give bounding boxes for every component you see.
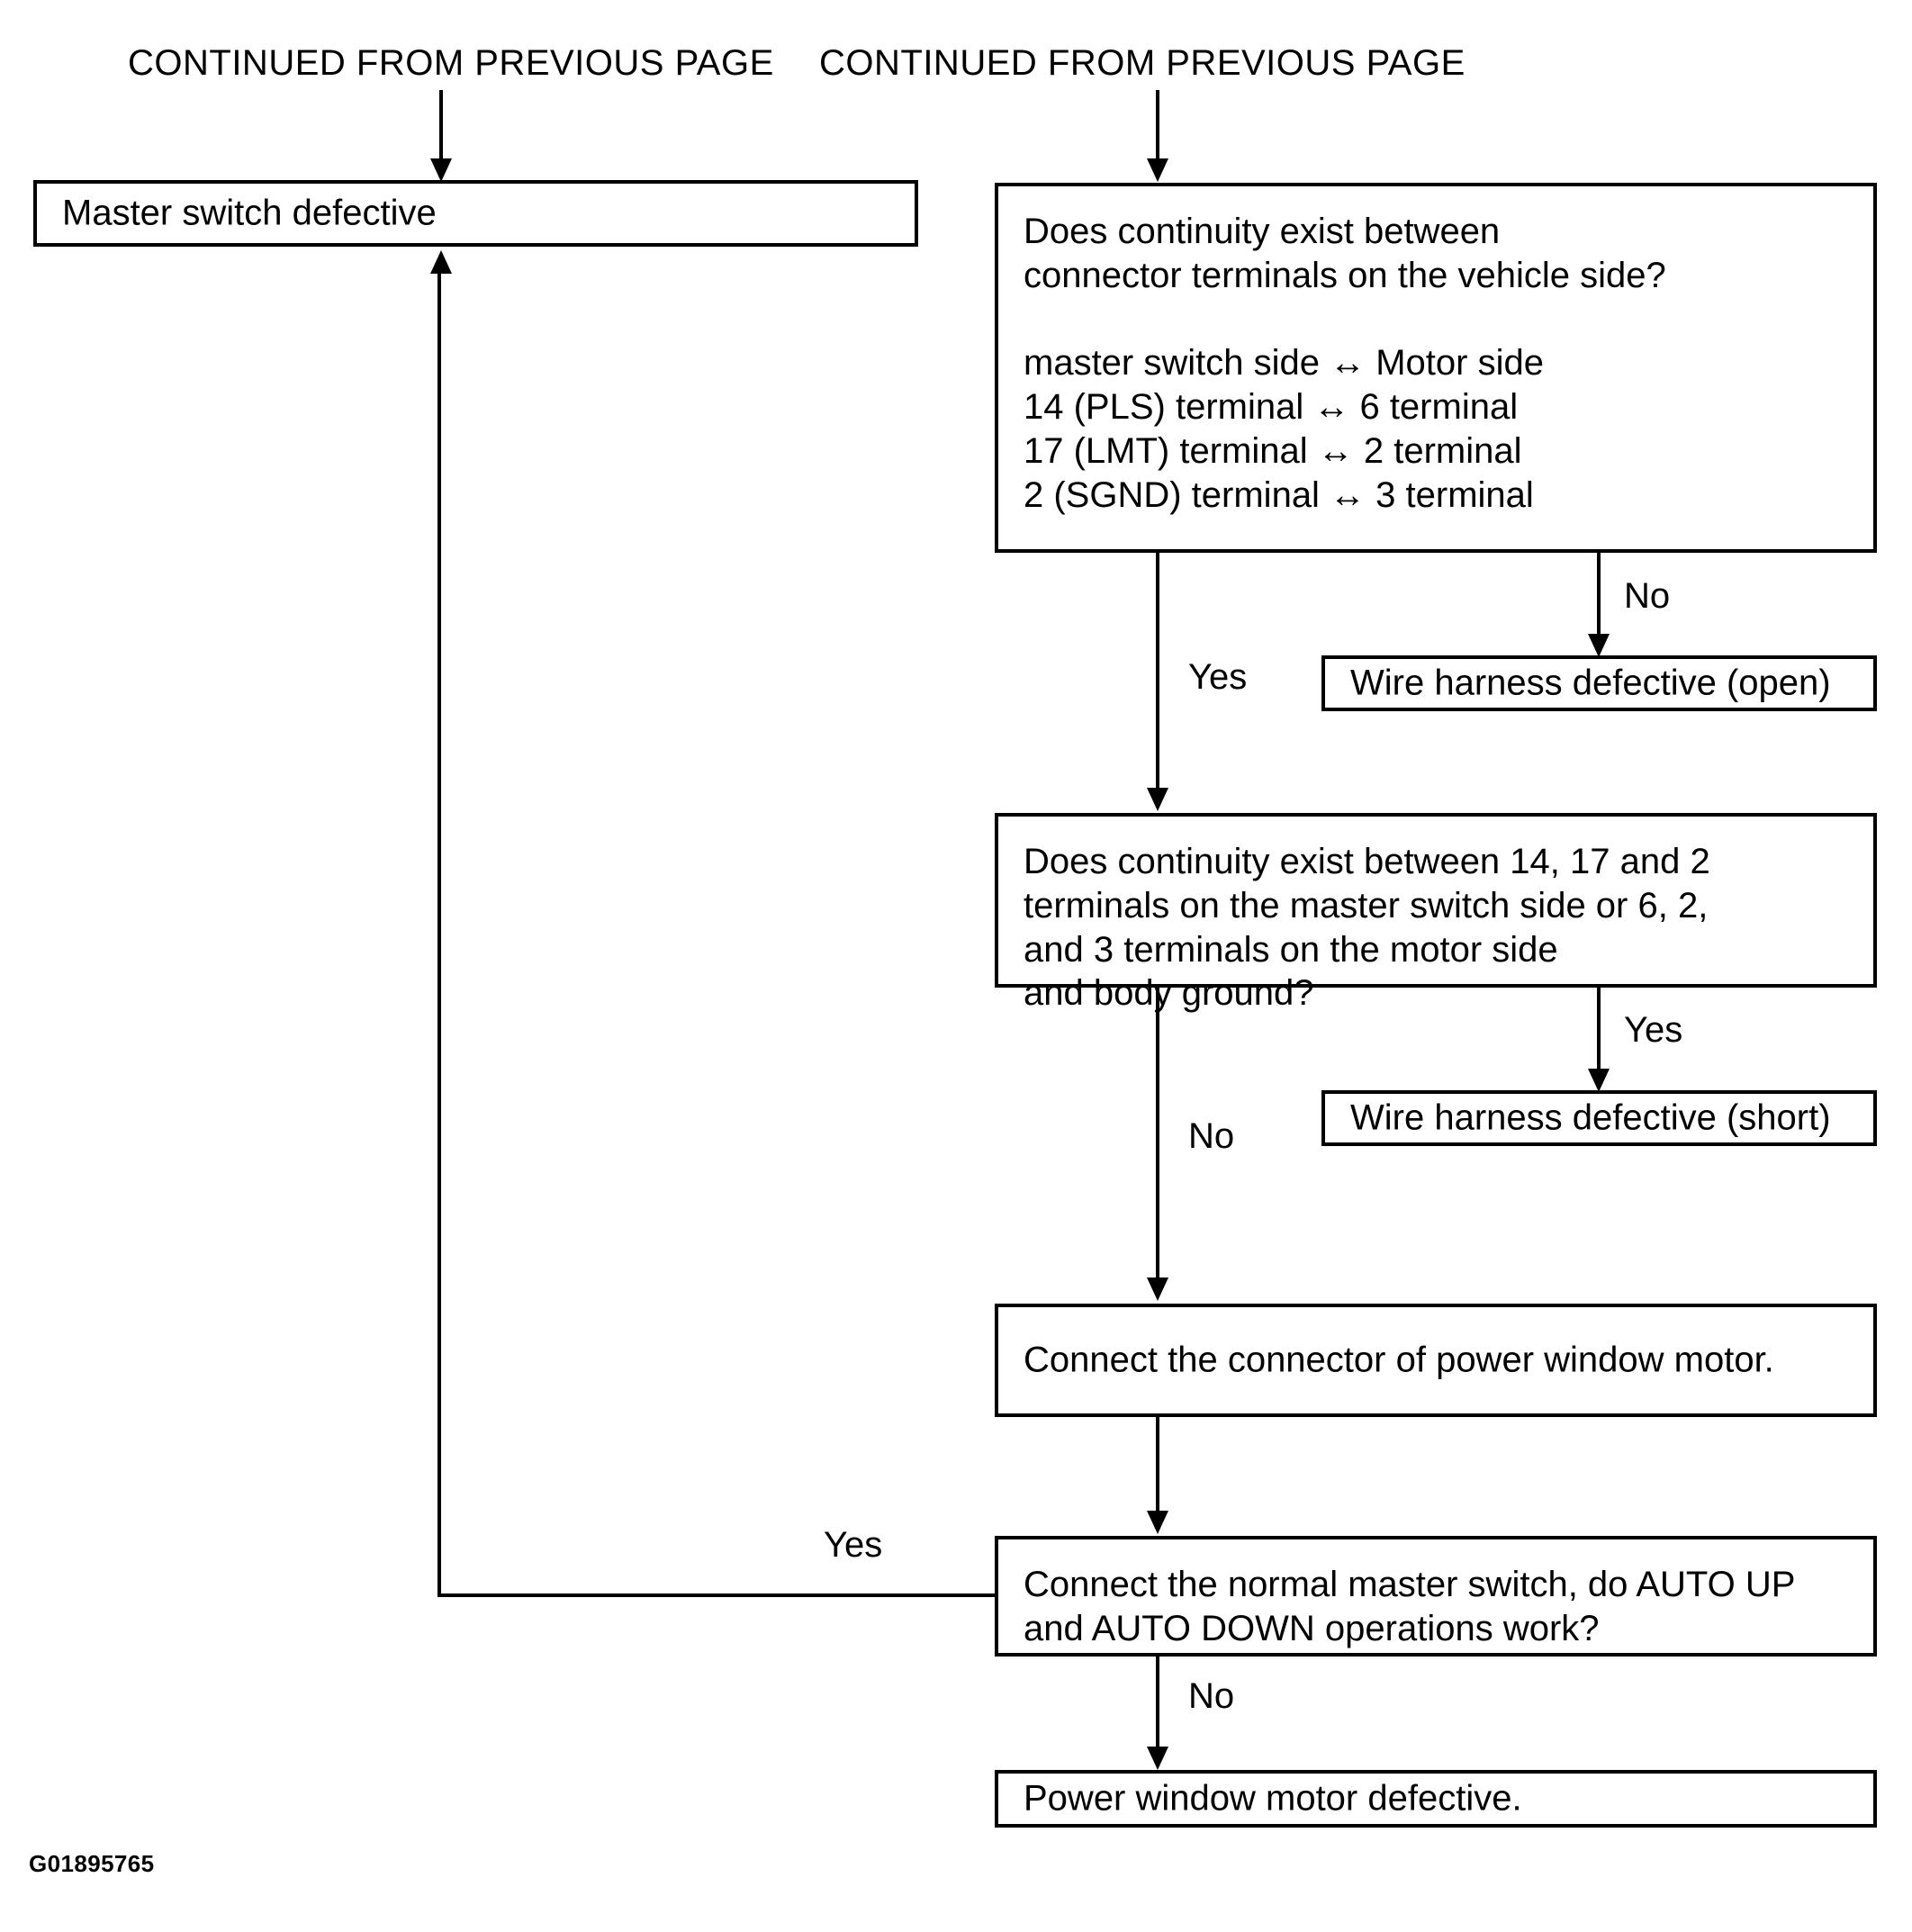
branch-label-yes-vehicle-side: Yes <box>1188 657 1248 697</box>
connector-right-header-to-box1 <box>1156 90 1159 167</box>
arrow-down-icon-left-header <box>430 158 452 182</box>
branch-label-no-body-ground: No <box>1188 1116 1235 1156</box>
node-connect-normal-master-switch: Connect the normal master switch, do AUT… <box>995 1536 1877 1657</box>
arrow-down-icon-right-header <box>1147 158 1168 182</box>
arrow-down-icon-box4-no <box>1147 1747 1168 1770</box>
branch-label-no-auto-operations: No <box>1188 1676 1235 1716</box>
node-power-window-motor-defective: Power window motor defective. <box>995 1770 1877 1828</box>
arrow-down-icon-box2-no <box>1147 1277 1168 1301</box>
node-wire-harness-open-label: Wire harness defective (open) <box>1350 663 1831 703</box>
connector-box2-no <box>1156 988 1159 1281</box>
node-power-window-motor-defective-label: Power window motor defective. <box>1024 1778 1522 1819</box>
node-connect-motor-connector: Connect the connector of power window mo… <box>995 1304 1877 1417</box>
header-continued-right: CONTINUED FROM PREVIOUS PAGE <box>819 43 1466 83</box>
node-continuity-body-ground: Does continuity exist between 14, 17 and… <box>995 813 1877 1013</box>
node-connect-normal-master-switch-label: Connect the normal master switch, do AUT… <box>1024 1565 1796 1648</box>
connector-feedback-vertical <box>437 270 441 1597</box>
branch-label-yes-body-ground: Yes <box>1624 1010 1683 1050</box>
connector-left-header-to-master-switch <box>439 90 443 167</box>
arrow-down-icon-box3-to-box4 <box>1147 1511 1168 1534</box>
node-master-switch-defective-label: Master switch defective <box>62 193 437 233</box>
header-continued-left: CONTINUED FROM PREVIOUS PAGE <box>128 43 774 83</box>
arrow-down-icon-box1-no <box>1588 634 1610 657</box>
connector-box3-to-box4 <box>1156 1417 1159 1514</box>
connector-box1-no <box>1597 553 1601 643</box>
node-continuity-vehicle-side: Does continuity exist between connector … <box>995 183 1877 553</box>
branch-label-no-vehicle-side: No <box>1624 576 1671 616</box>
arrow-down-icon-box2-yes <box>1588 1069 1610 1092</box>
node-continuity-vehicle-side-label: Does continuity exist between connector … <box>1024 212 1666 515</box>
node-connect-motor-connector-label: Connect the connector of power window mo… <box>1024 1340 1774 1380</box>
branch-label-yes-auto-operations: Yes <box>824 1525 883 1565</box>
node-wire-harness-open: Wire harness defective (open) <box>1321 655 1877 711</box>
figure-id-label: G01895765 <box>29 1850 155 1877</box>
arrow-down-icon-box1-yes <box>1147 788 1168 811</box>
arrow-up-icon-feedback <box>430 250 452 274</box>
connector-feedback-horizontal <box>437 1593 997 1597</box>
node-wire-harness-short: Wire harness defective (short) <box>1321 1090 1877 1146</box>
node-wire-harness-short-label: Wire harness defective (short) <box>1350 1097 1831 1138</box>
node-continuity-body-ground-label: Does continuity exist between 14, 17 and… <box>1024 842 1710 1014</box>
node-master-switch-defective: Master switch defective <box>33 180 918 247</box>
connector-box4-no <box>1156 1657 1159 1750</box>
connector-box1-yes <box>1156 553 1159 791</box>
connector-box2-yes <box>1597 988 1601 1078</box>
